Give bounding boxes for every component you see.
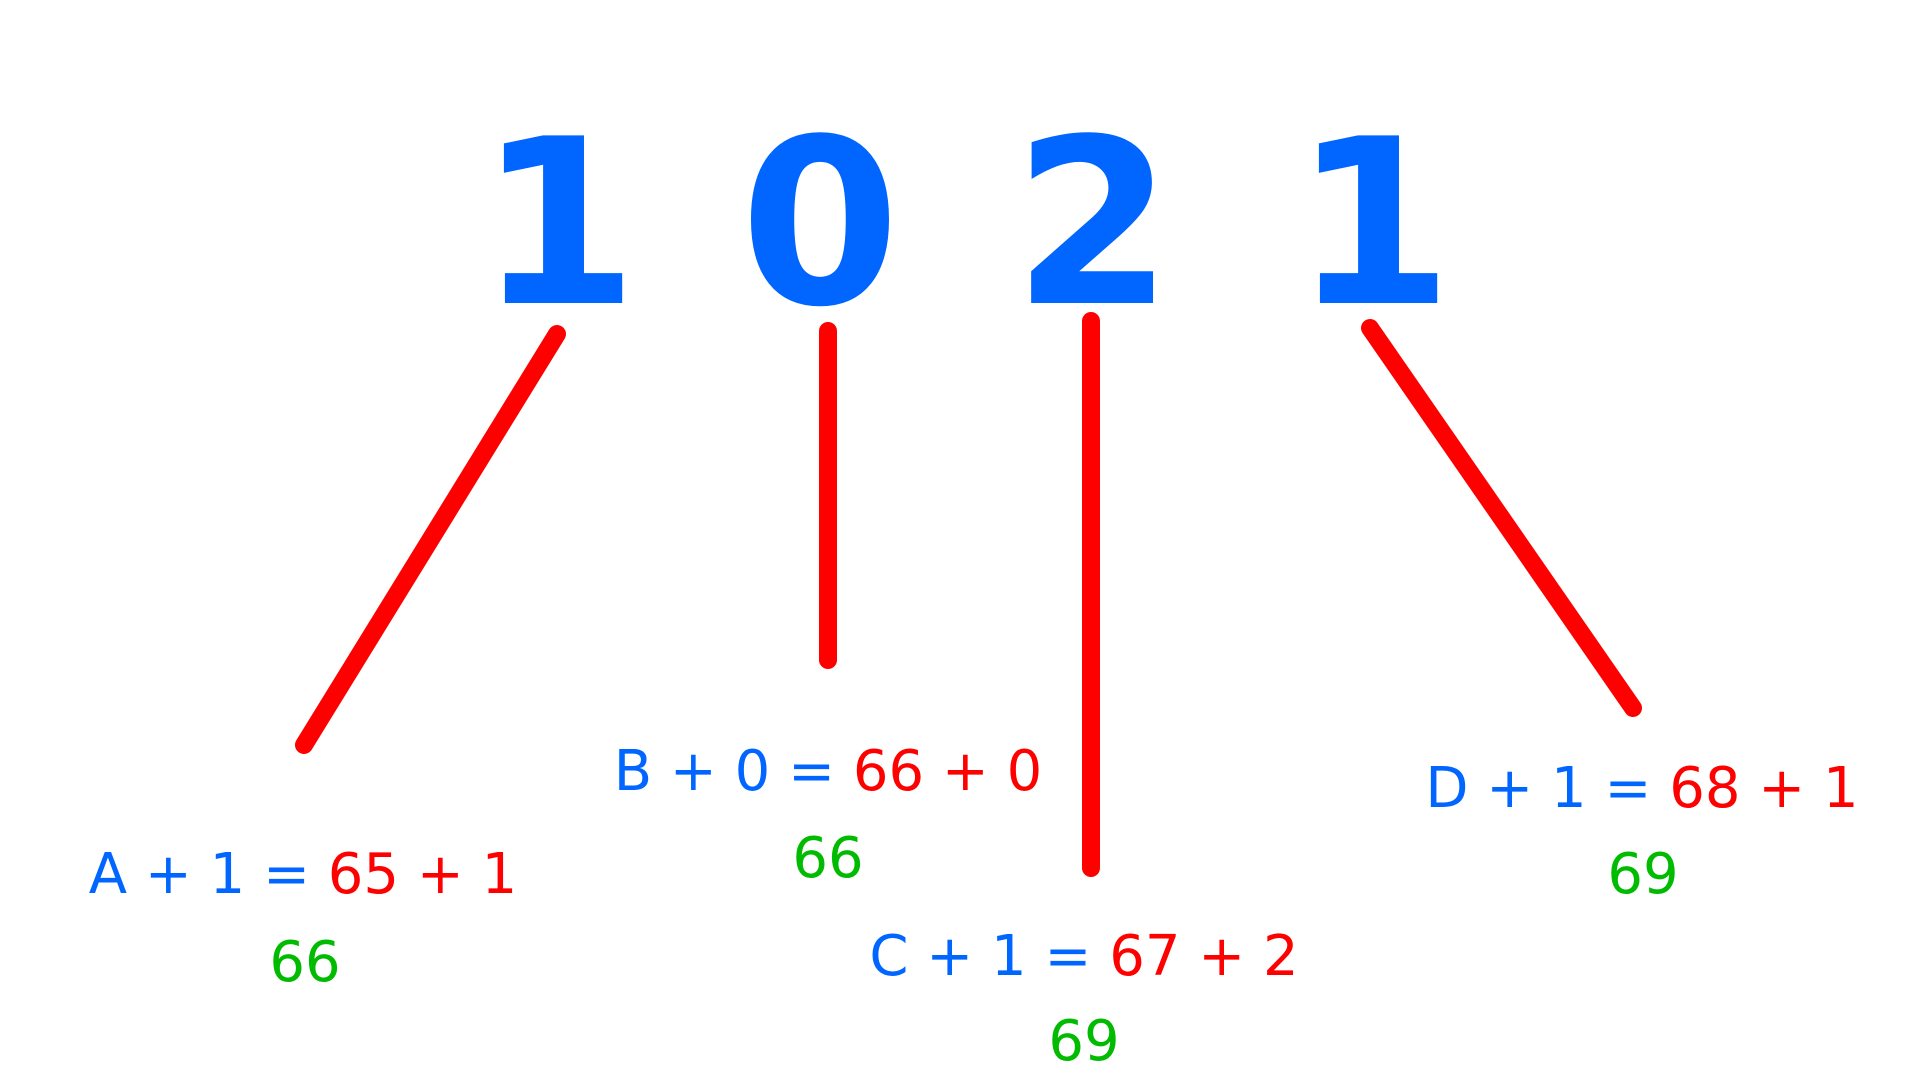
connector-line-a [295,325,566,754]
ascii-code: 66 [852,739,925,804]
result-a: 66 [269,930,341,995]
plus-sign: + [144,842,192,907]
added-digit: 1 [209,842,246,907]
plus-sign: + [941,739,989,804]
equals-sign: = [1044,924,1092,989]
letter-b: B [613,739,653,804]
plus-sign: + [1758,756,1806,821]
ascii-code: 65 [327,842,400,907]
result-c: 69 [1048,1009,1120,1074]
ascii-code: 68 [1669,756,1741,821]
digit-2: 0 [739,91,901,358]
plus-sign: + [1198,924,1246,989]
result-b: 66 [792,826,864,891]
digit-4: 1 [1292,91,1454,358]
connector-line-d [1361,319,1642,717]
ascii-code: 67 [1109,924,1181,989]
digit-3: 2 [1012,91,1174,358]
added-digit: 1 [991,924,1027,989]
equals-sign: = [788,739,836,804]
added-digit: 1 [1823,756,1859,821]
equals-sign: = [263,842,310,907]
equals-sign: = [1604,756,1652,821]
letter-c: C [869,924,909,989]
equation-a: A + 1 = 65 + 1 [43,840,563,910]
added-digit: 0 [734,739,771,804]
letter-a: A [88,842,128,907]
equation-c: C + 1 = 67 + 2 [824,922,1344,992]
equation-d: D + 1 = 68 + 1 [1382,754,1902,824]
added-digit: 1 [481,842,518,907]
plus-sign: + [416,842,464,907]
plus-sign: + [1486,756,1534,821]
added-digit: 0 [1006,739,1043,804]
digit-1: 1 [477,91,639,358]
plus-sign: + [669,739,717,804]
added-digit: 2 [1263,924,1299,989]
equation-b: B + 0 = 66 + 0 [568,737,1088,807]
result-d: 69 [1607,842,1679,907]
letter-d: D [1425,756,1469,821]
plus-sign: + [926,924,974,989]
added-digit: 1 [1551,756,1587,821]
